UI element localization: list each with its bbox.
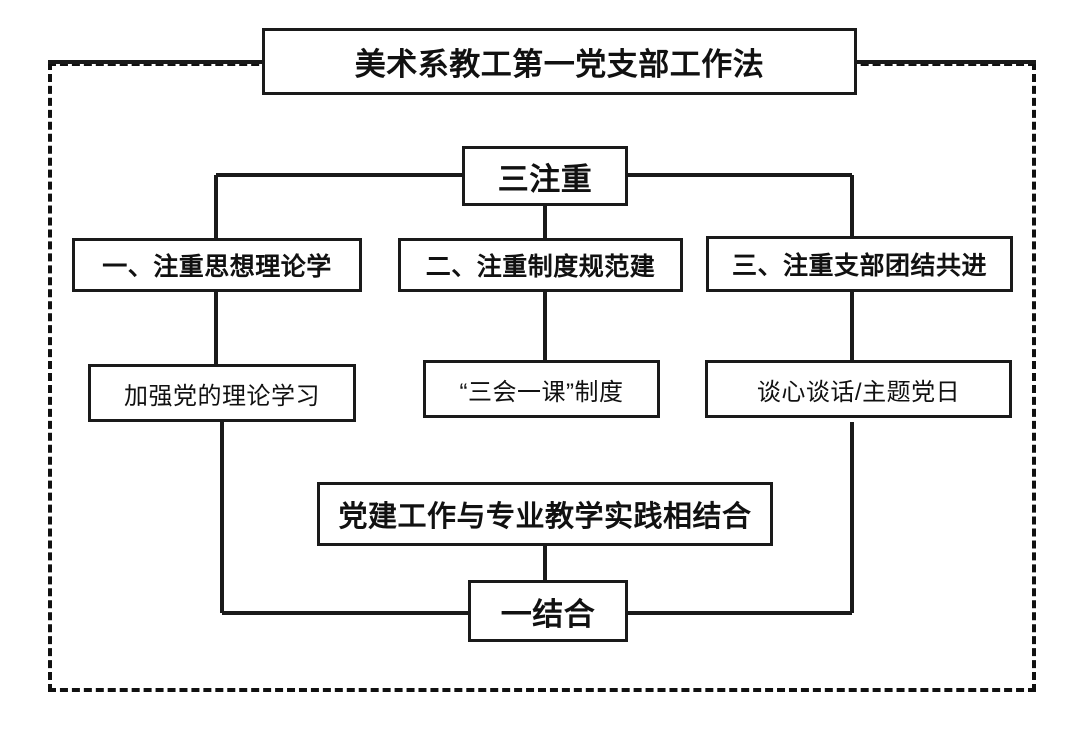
pillar-box-2: 二、注重制度规范建 — [398, 238, 683, 292]
pillar-box-1: 一、注重思想理论学 — [72, 238, 362, 292]
hub-bottom-box: 一结合 — [468, 580, 628, 642]
pillar-label-1: 一、注重思想理论学 — [102, 253, 332, 281]
pillar-label-3: 三、注重支部团结共进 — [731, 252, 987, 280]
practice-box-1: 加强党的理论学习 — [88, 364, 356, 422]
pillar-label-2: 二、注重制度规范建 — [425, 253, 656, 281]
practice-label-3: 谈心谈话/主题党日 — [756, 378, 961, 406]
hub-bottom-label: 一结合 — [500, 596, 596, 632]
practice-label-2: “三会一课”制度 — [459, 378, 624, 406]
integration-label: 党建工作与专业教学实践相结合 — [338, 501, 752, 533]
practice-box-2: “三会一课”制度 — [423, 360, 660, 418]
practice-box-3: 谈心谈话/主题党日 — [705, 360, 1012, 418]
integration-box: 党建工作与专业教学实践相结合 — [317, 482, 773, 546]
hub-top-label: 三注重 — [497, 161, 593, 197]
hub-top-box: 三注重 — [462, 146, 628, 206]
practice-label-1: 加强党的理论学习 — [124, 382, 320, 410]
pillar-box-3: 三、注重支部团结共进 — [706, 236, 1013, 292]
diagram-title-box: 美术系教工第一党支部工作法 — [262, 28, 857, 95]
diagram-title-label: 美术系教工第一党支部工作法 — [354, 47, 765, 82]
